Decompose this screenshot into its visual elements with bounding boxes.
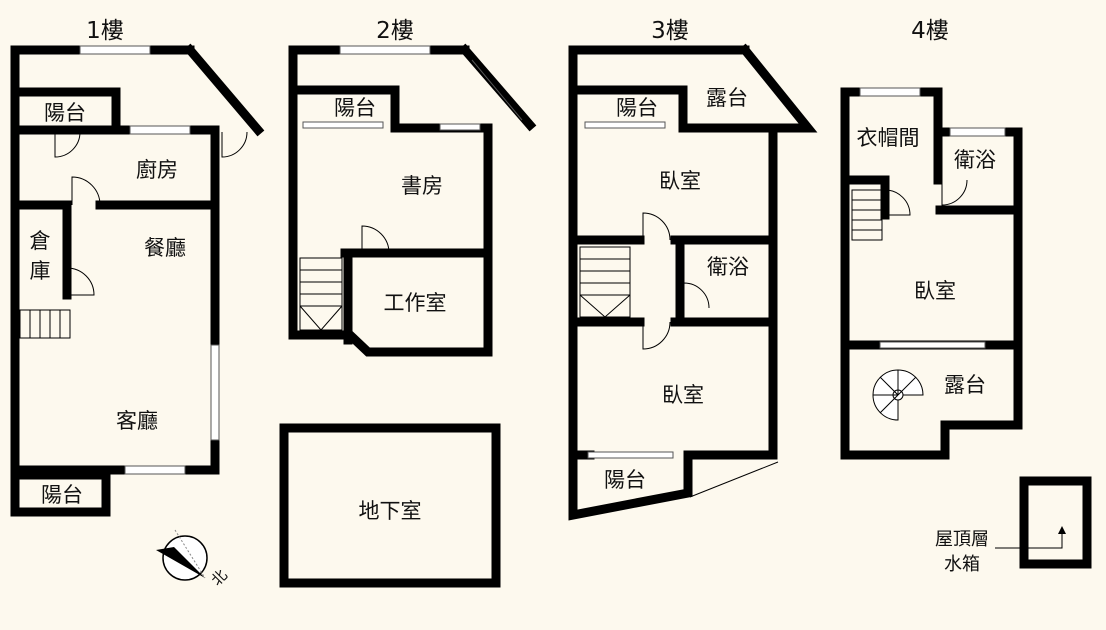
spiral-stairs-icon [872,369,924,421]
room-label: 餐廳 [144,236,186,260]
room-label: 露台 [706,86,748,110]
room-label: 陽台 [604,468,646,492]
floor-2-plan: 2樓 陽台 書房 工作室 [288,18,537,357]
basement-plan: 地下室 [279,423,501,588]
room-label: 陽台 [334,96,376,120]
room-label: 陽台 [41,483,83,507]
room-label: 露台 [944,373,986,397]
room-label: 衛浴 [707,255,749,279]
basement-label: 地下室 [359,499,422,523]
floor-4-title: 4樓 [911,18,949,44]
room-label: 廚房 [136,158,178,182]
room-label: 書房 [401,174,443,198]
room-label: 衛浴 [954,148,996,172]
compass-label: 北 [208,566,231,589]
roof-label: 屋頂層 [935,529,989,550]
water-tank-label: 水箱 [944,554,980,575]
compass-icon: 北 [156,529,231,589]
room-label: 臥室 [662,383,704,407]
stairs-icon [851,189,883,241]
room-label: 陽台 [44,101,86,125]
room-label: 倉 [30,229,51,253]
room-label: 衣帽間 [857,126,920,150]
floor-1-title: 1樓 [86,18,124,44]
roof-water-tank: 屋頂層 水箱 [935,476,1092,575]
stairs-icon [19,309,71,339]
room-label: 臥室 [659,169,701,193]
room-label: 庫 [30,259,51,283]
room-label: 陽台 [616,96,658,120]
room-label: 工作室 [384,291,447,315]
stairs-icon [299,257,343,331]
room-label: 臥室 [914,279,956,303]
floor-4-plan: 4樓 衣帽間 衛浴 臥室 露台 [840,18,1023,460]
stairs-icon [579,246,631,318]
floor-1-plan: 1樓 陽台 廚房 倉 庫 餐廳 客廳 陽台 [10,18,265,517]
floor-2-title: 2樓 [376,18,414,44]
floor-3-plan: 3樓 陽台 露台 臥室 衛浴 臥室 陽台 [568,18,818,521]
floor-3-title: 3樓 [651,18,689,44]
room-label: 客廳 [116,409,158,433]
